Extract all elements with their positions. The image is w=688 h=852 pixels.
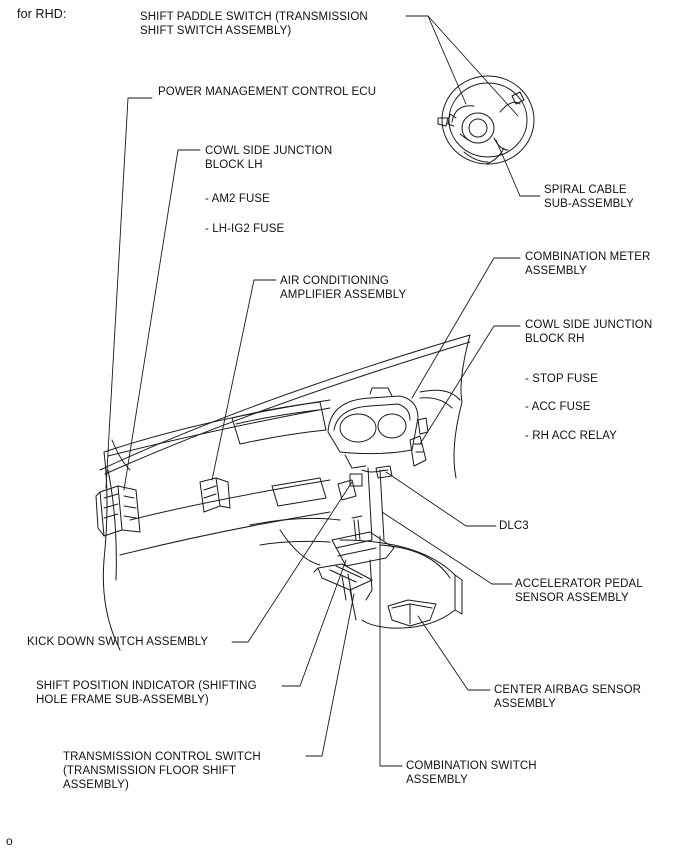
transmission-ctrl-label-line3: ASSEMBLY)	[63, 779, 129, 791]
cowl-rh-label-line2: BLOCK RH	[525, 333, 585, 345]
ac-amplifier-shape	[199, 477, 231, 513]
center-airbag-label: CENTER AIRBAG SENSOR ASSEMBLY	[494, 683, 641, 711]
power-mgmt-ecu-label-line1: POWER MANAGEMENT CONTROL ECU	[158, 86, 377, 98]
accel-pedal-label-line2: SENSOR ASSEMBLY	[515, 592, 629, 604]
shift-paddle-label-line1: SHIFT PADDLE SWITCH (TRANSMISSION	[140, 11, 368, 23]
combination-switch-label-line2: ASSEMBLY	[406, 774, 468, 786]
cowl-lh-label-line2: BLOCK LH	[205, 159, 263, 171]
accel-pedal-label-line1: ACCELERATOR PEDAL	[515, 578, 643, 590]
ac-amplifier-label: AIR CONDITIONING AMPLIFIER ASSEMBLY	[280, 274, 406, 302]
combination-meter-label-line2: ASSEMBLY	[525, 265, 587, 277]
dashboard-outline	[99, 334, 471, 651]
combination-switch-label-line1: COMBINATION SWITCH	[406, 760, 537, 772]
shift-position-label: SHIFT POSITION INDICATOR (SHIFTING HOLE …	[36, 679, 257, 707]
cowl-rh-label-line1: COWL SIDE JUNCTION	[525, 319, 653, 331]
cowl-rh-item-acc: - ACC FUSE	[525, 401, 591, 413]
footer-mark: o	[6, 834, 13, 848]
cowl-rh-item-relay: - RH ACC RELAY	[525, 430, 617, 442]
combination-meter-label: COMBINATION METER ASSEMBLY	[525, 250, 650, 278]
cowl-rh-label: COWL SIDE JUNCTION BLOCK RH	[525, 318, 652, 346]
steering-column-shape	[337, 467, 385, 541]
spiral-cable-label-line2: SUB-ASSEMBLY	[544, 198, 634, 210]
kick-down-label: KICK DOWN SWITCH ASSEMBLY	[27, 636, 209, 648]
accel-pedal-label: ACCELERATOR PEDAL SENSOR ASSEMBLY	[515, 577, 643, 605]
dlc3-shape	[375, 465, 393, 479]
transmission-ctrl-label-line1: TRANSMISSION CONTROL SWITCH	[63, 751, 261, 763]
spiral-cable-label-line1: SPIRAL CABLE	[544, 184, 627, 196]
shift-lever-shape	[313, 515, 395, 621]
steering-wheel-inset	[437, 75, 535, 165]
transmission-ctrl-label-line2: (TRANSMISSION FLOOR SHIFT	[63, 765, 237, 777]
combination-meter-label-line1: COMBINATION METER	[525, 251, 651, 263]
center-airbag-label-line1: CENTER AIRBAG SENSOR	[494, 684, 642, 696]
ac-amplifier-label-line1: AIR CONDITIONING	[280, 275, 389, 287]
shift-paddle-label-line2: SHIFT SWITCH ASSEMBLY)	[140, 25, 292, 37]
leader-lines	[105, 15, 541, 767]
shift-position-label-line1: SHIFT POSITION INDICATOR (SHIFTING	[36, 680, 257, 692]
ac-amplifier-label-line2: AMPLIFIER ASSEMBLY	[280, 289, 407, 301]
power-mgmt-ecu-label: POWER MANAGEMENT CONTROL ECU	[158, 85, 376, 99]
cowl-lh-label: COWL SIDE JUNCTION BLOCK LH	[205, 144, 332, 172]
spiral-cable-label: SPIRAL CABLE SUB-ASSEMBLY	[544, 183, 634, 211]
dlc3-label: DLC3	[499, 520, 529, 532]
combination-meter-shape	[327, 387, 419, 469]
cowl-lh-label-line1: COWL SIDE JUNCTION	[205, 145, 333, 157]
shift-paddle-label: SHIFT PADDLE SWITCH (TRANSMISSION SHIFT …	[140, 10, 368, 38]
shift-position-label-line2: HOLE FRAME SUB-ASSEMBLY)	[36, 694, 209, 706]
transmission-ctrl-label: TRANSMISSION CONTROL SWITCH (TRANSMISSIO…	[63, 750, 261, 792]
cowl-rh-item-stop: - STOP FUSE	[525, 373, 598, 385]
left-ecu-shape	[95, 485, 141, 537]
cowl-lh-item-lh-ig2: - LH-IG2 FUSE	[205, 223, 285, 235]
cowl-rh-shape	[409, 417, 429, 467]
center-airbag-shape	[387, 599, 437, 627]
combination-switch-label: COMBINATION SWITCH ASSEMBLY	[406, 759, 537, 787]
center-airbag-label-line2: ASSEMBLY	[494, 698, 556, 710]
rhd-heading: for RHD:	[17, 7, 67, 21]
cowl-lh-item-am2: - AM2 FUSE	[205, 193, 270, 205]
